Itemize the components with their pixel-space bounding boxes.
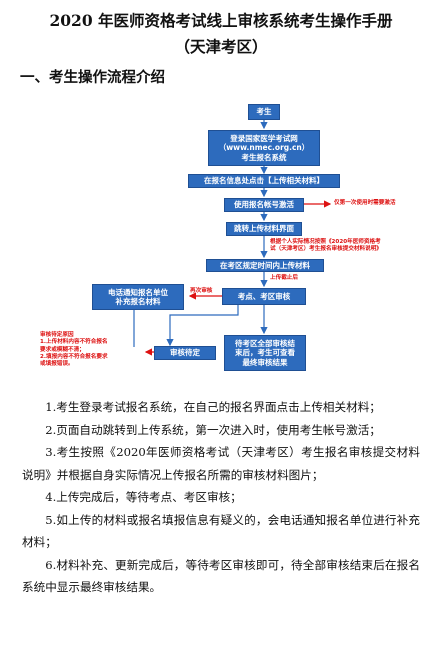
arrow-review-pending [166, 305, 239, 347]
note-upload-end: 上传截止后 [270, 275, 298, 281]
section-heading: 一、考生操作流程介绍 [20, 70, 165, 86]
flow-node-jump: 跳转上传材料界面 [226, 222, 302, 236]
flow-node-upload-entry: 在报名信息处点击【上传相关材料】 [188, 174, 340, 188]
flow-node-pending: 审核待定 [154, 346, 216, 360]
note-upload-guide: 根据个人实际情况按照《2020年医师资格考 试（天津考区）考生报名审核提交材料说… [270, 239, 382, 253]
step-item: 4.上传完成后，等待考点、考区审核； [45, 490, 242, 504]
flow-node-start: 考生 [248, 104, 280, 120]
note-recheck: 再次审核 [190, 288, 213, 294]
flow-arrows [133, 120, 332, 356]
step-item: 6.材料补充、更新完成后，等待考区审核即可，待全部审核结束后在报名系统中显示最终… [22, 557, 420, 595]
step-item: 3.考生按照《2020年医师资格考试（天津考区）考生报名审核提交材料说明》并根据… [22, 445, 420, 482]
step-item: 2.页面自动跳转到上传系统，第一次进入时，使用考生帐号激活； [45, 422, 381, 437]
flow-node-final: 待考区全部审核结 束后，考生可查看 最终审核结果 [224, 335, 306, 371]
document-subtitle: （天津考区） [174, 37, 268, 56]
document-title: 2020 年医师资格考试线上审核系统考生操作手册 [49, 11, 393, 30]
step-item: 1.考生登录考试报名系统，在自己的报名界面点击上传相关材料； [45, 400, 381, 414]
flow-node-login: 登录国家医学考试网 （www.nmec.org.cn） 考生报名系统 [208, 130, 320, 166]
note-pending-reasons: 审核待定原因 1.上传材料内容不符合报名 要求或模糊不清； 2.填报内容不符合报… [40, 332, 108, 368]
flow-node-review: 考点、考区审核 [222, 288, 306, 305]
step-item: 5.如上传的材料或报名填报信息有疑义的，会电话通知报名单位进行补充材料； [22, 512, 420, 550]
flow-node-activate: 使用报名帐号激活 [224, 198, 304, 212]
flow-node-notify: 电话通知报名单位 补充报名材料 [92, 284, 184, 310]
note-activate: 仅第一次使用时需要激活 [334, 200, 396, 206]
flow-node-upload-in-time: 在考区规定时间内上传材料 [206, 259, 324, 272]
step-list: 1.考生登录考试报名系统，在自己的报名界面点击上传相关材料； 2.页面自动跳转到… [22, 396, 420, 599]
